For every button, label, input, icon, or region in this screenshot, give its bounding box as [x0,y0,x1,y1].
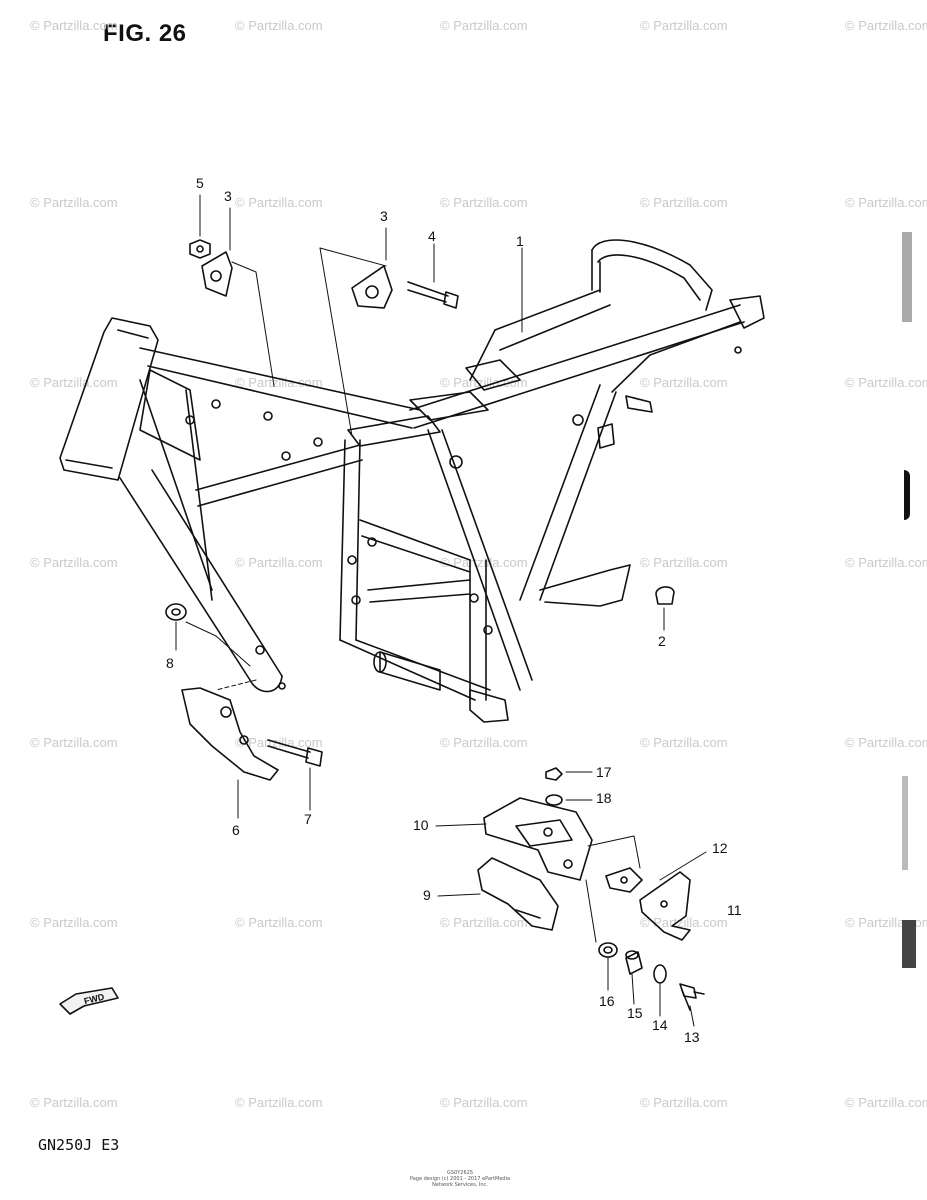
footer-copyright: Page design (c) 2001 - 2017 ePartMedia N… [409,1176,511,1188]
scan-edge-mark [902,776,908,870]
watermark-text: © Partzilla.com [440,195,528,210]
callout-16: 16 [599,993,615,1009]
watermark-text: © Partzilla.com [235,555,323,570]
callout-3-center: 3 [380,208,388,224]
bracket-part-11 [639,871,691,941]
watermark-text: © Partzilla.com [30,375,118,390]
callout-4: 4 [428,228,436,244]
grommet-part-16 [598,942,618,958]
nut-part-5 [189,239,211,259]
watermark-text: © Partzilla.com [845,1095,927,1110]
watermark-text: © Partzilla.com [30,195,118,210]
watermark-text: © Partzilla.com [640,375,728,390]
watermark-text: © Partzilla.com [30,1095,118,1110]
watermark-text: © Partzilla.com [845,18,927,33]
engine-plate-part-6 [181,687,279,781]
bolt-part-4 [407,281,459,309]
callout-17: 17 [596,764,612,780]
callout-10: 10 [413,817,429,833]
callout-9: 9 [423,887,431,903]
watermark-text: © Partzilla.com [440,915,528,930]
plate-part-3-left [201,251,233,297]
watermark-text: © Partzilla.com [235,18,323,33]
callout-14: 14 [652,1017,668,1033]
fwd-label: FWD [83,992,106,1007]
callout-11: 11 [727,902,742,918]
frame-body [59,239,765,723]
watermark-text: © Partzilla.com [235,1095,323,1110]
watermark-text: © Partzilla.com [640,555,728,570]
watermark-text: © Partzilla.com [845,195,927,210]
bolt-part-13 [679,983,705,1011]
plate-part-12 [605,867,643,893]
callout-15: 15 [627,1005,643,1021]
washer-part-14 [653,964,667,984]
rubber-part-9 [477,857,559,931]
nut-part-17 [545,767,563,781]
scan-edge-mark [902,232,912,322]
watermark-text: © Partzilla.com [640,195,728,210]
callout-13: 13 [684,1029,700,1045]
watermark-text: © Partzilla.com [845,735,927,750]
fwd-arrow-icon [59,987,119,1015]
watermark-text: © Partzilla.com [30,18,118,33]
watermark-text: © Partzilla.com [640,735,728,750]
page-footer: GS0Y262S Page design (c) 2001 - 2017 ePa… [400,1170,520,1188]
leader-lines [175,194,707,1027]
scan-edge-mark [904,470,910,520]
watermark-text: © Partzilla.com [845,375,927,390]
scan-edge-mark [902,920,916,968]
callout-7: 7 [304,811,312,827]
watermark-text: © Partzilla.com [640,1095,728,1110]
watermark-text: © Partzilla.com [235,195,323,210]
bushing-part-8 [165,603,187,621]
callout-5: 5 [196,175,204,191]
model-code: GN250J E3 [38,1136,120,1154]
watermark-text: © Partzilla.com [30,915,118,930]
bracket-part-10 [483,797,593,881]
watermark-text: © Partzilla.com [640,915,728,930]
watermark-text: © Partzilla.com [440,1095,528,1110]
callout-2: 2 [658,633,666,649]
watermark-text: © Partzilla.com [440,18,528,33]
watermark-text: © Partzilla.com [440,735,528,750]
callout-3-left: 3 [224,188,232,204]
watermark-text: © Partzilla.com [440,555,528,570]
watermark-text: © Partzilla.com [30,735,118,750]
figure-title: FIG. 26 [103,20,187,47]
bolt-part-7 [267,739,323,767]
collar-part-15 [625,950,643,975]
washer-part-18 [545,794,563,806]
footer-code: GS0Y262S [446,1170,473,1176]
watermark-text: © Partzilla.com [235,375,323,390]
watermark-text: © Partzilla.com [30,555,118,570]
watermark-text: © Partzilla.com [235,915,323,930]
cap-part-2 [655,586,675,605]
watermark-text: © Partzilla.com [845,555,927,570]
callout-18: 18 [596,790,612,806]
callout-8: 8 [166,655,174,671]
callout-6: 6 [232,822,240,838]
callout-12: 12 [712,840,728,856]
watermark-text: © Partzilla.com [640,18,728,33]
callout-1: 1 [516,233,524,249]
plate-part-3-center [351,265,393,309]
